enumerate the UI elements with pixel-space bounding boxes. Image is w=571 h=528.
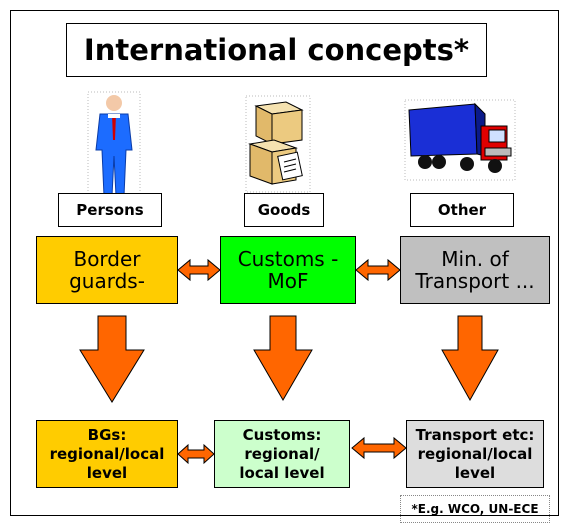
local-customs-line2: regional/: [244, 444, 320, 463]
footnote: *E.g. WCO, UN-ECE: [400, 495, 550, 523]
diagram-title: International concepts*: [66, 23, 487, 77]
double-arrow-bgs-customs-local: [177, 443, 215, 465]
local-customs-line1: Customs:: [242, 425, 322, 444]
agency-border-guards-line1: Border: [73, 247, 141, 271]
double-arrow-bg-customs: [177, 258, 221, 282]
agency-transport-line1: Min. of: [441, 247, 509, 271]
agency-transport-line2: Transport ...: [415, 269, 535, 293]
local-bgs-line2: regional/local: [49, 444, 165, 463]
down-arrow-center: [253, 315, 313, 401]
diagram-frame: [10, 10, 559, 516]
category-goods: Goods: [244, 193, 324, 227]
local-transport: Transport etc: regional/local level: [406, 420, 544, 488]
local-bgs-line3: level: [86, 463, 128, 482]
person-icon: [87, 91, 141, 197]
category-persons: Persons: [58, 193, 162, 227]
local-bgs-line1: BGs:: [87, 425, 127, 444]
agency-border-guards-line2: guards-: [69, 269, 145, 293]
down-arrow-left: [79, 315, 145, 403]
category-other: Other: [410, 193, 514, 227]
double-arrow-customs-transport: [355, 258, 401, 282]
agency-transport: Min. of Transport ...: [400, 236, 550, 304]
truck-icon: [404, 99, 516, 181]
local-transport-line2: regional/local: [417, 444, 533, 463]
down-arrow-right: [441, 315, 499, 402]
double-arrow-customs-transport-local: [351, 436, 407, 460]
agency-customs: Customs - MoF: [220, 236, 356, 304]
local-bgs: BGs: regional/local level: [36, 420, 178, 488]
packages-icon: [245, 95, 311, 193]
agency-customs-line2: MoF: [267, 269, 309, 293]
agency-border-guards: Border guards-: [36, 236, 178, 304]
local-customs-line3: local level: [239, 463, 325, 482]
agency-customs-line1: Customs -: [237, 247, 339, 271]
local-transport-line3: level: [454, 463, 496, 482]
local-transport-line1: Transport etc:: [415, 425, 535, 444]
local-customs: Customs: regional/ local level: [214, 420, 350, 488]
